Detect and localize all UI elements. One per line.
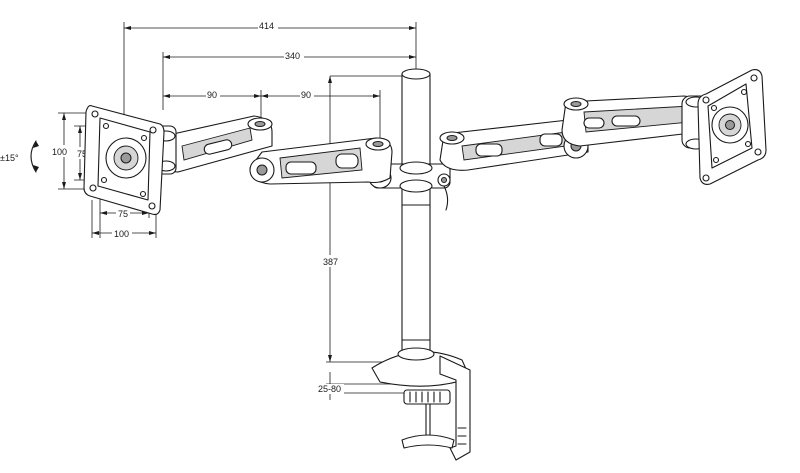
dimension-tilt: ±15° (0, 153, 19, 163)
dimension-arm-segment-2: 90 (301, 90, 311, 100)
dimension-overall-width: 414 (259, 21, 274, 31)
pole-assembly (371, 68, 471, 461)
left-arm (153, 115, 393, 185)
dimension-vesa-height-outer: 100 (52, 147, 67, 157)
left-vesa-plate (83, 105, 165, 216)
dimension-labels: 414 340 90 90 100 75 75 100 ±15° 387 25-… (0, 20, 344, 394)
right-arm (439, 95, 713, 171)
dimension-clamp-range: 25-80 (318, 384, 341, 394)
right-vesa-plate (697, 69, 767, 185)
dimension-arm-span: 340 (285, 51, 300, 61)
dimension-vesa-height-inner: 75 (77, 149, 87, 159)
dimension-vesa-width-outer: 100 (114, 229, 129, 239)
dimension-lines (30, 22, 417, 400)
dimension-arm-segment-1: 90 (207, 90, 217, 100)
dimension-pole-height: 387 (323, 257, 338, 267)
dimension-vesa-width-inner: 75 (118, 209, 128, 219)
clamp-knob-threads (409, 391, 441, 403)
